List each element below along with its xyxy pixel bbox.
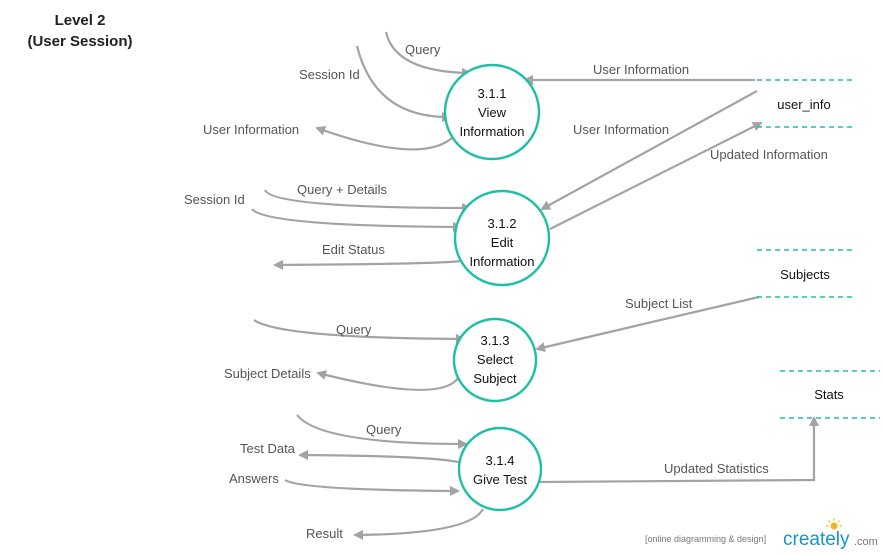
- process-3-1-2-id: 3.1.2: [488, 216, 517, 231]
- flow-label-updated-stats: Updated Statistics: [664, 461, 769, 476]
- flow-label-user-info-out: User Information: [203, 122, 299, 137]
- process-3-1-1-label-line2: Information: [459, 124, 524, 139]
- flow-label-subject-details: Subject Details: [224, 366, 311, 381]
- flow-label-user-info-to-edit: User Information: [573, 122, 669, 137]
- watermark-suffix: .com: [854, 536, 878, 548]
- flow-query-3-arrow: [253, 319, 466, 344]
- process-3-1-3-label-line2: Subject: [473, 371, 517, 386]
- process-3-1-3: 3.1.3 Select Subject: [452, 317, 538, 403]
- process-3-1-4-label-line1: Give Test: [473, 472, 527, 487]
- flow-updated-stats-arrow: [539, 416, 819, 484]
- store-subjects-label: Subjects: [780, 267, 830, 282]
- flow-label-edit-status: Edit Status: [322, 242, 385, 257]
- flow-answers-arrow: [284, 479, 460, 496]
- process-3-1-4-id: 3.1.4: [486, 453, 515, 468]
- flow-user-info-to-edit-arrow: [540, 90, 758, 210]
- flow-session-id-2-arrow: [251, 208, 463, 232]
- sun-icon: [826, 518, 842, 530]
- flow-test-data-arrow: [298, 450, 463, 465]
- diagram-title: Level 2: [54, 12, 106, 29]
- process-3-1-2: 3.1.2 Edit Information: [453, 189, 551, 287]
- flow-label-user-info-from-store: User Information: [593, 62, 689, 77]
- process-3-1-1: 3.1.1 View Information: [443, 63, 541, 161]
- flow-user-info-out-arrow: [315, 125, 453, 151]
- flow-query-4-arrow: [296, 414, 468, 449]
- process-3-1-2-label-line1: Edit: [491, 235, 514, 250]
- process-3-1-1-label-line1: View: [478, 105, 507, 120]
- flow-label-query-details: Query + Details: [297, 182, 387, 197]
- flow-label-query-3: Query: [336, 322, 372, 337]
- flow-label-result: Result: [306, 526, 343, 541]
- flow-label-query-1: Query: [405, 42, 441, 57]
- flow-label-updated-info: Updated Information: [710, 147, 828, 162]
- flow-subject-details-arrow: [316, 370, 459, 391]
- flow-label-session-id-1: Session Id: [299, 67, 360, 82]
- watermark-brand: creately: [783, 529, 850, 550]
- process-3-1-3-id: 3.1.3: [481, 333, 510, 348]
- store-stats-label: Stats: [814, 387, 844, 402]
- store-subjects: Subjects: [757, 249, 855, 298]
- process-3-1-1-id: 3.1.1: [478, 86, 507, 101]
- flow-label-query-4: Query: [366, 422, 402, 437]
- flow-label-answers: Answers: [229, 471, 279, 486]
- flow-query-1-arrow: [384, 31, 472, 78]
- flow-subject-list-arrow: [535, 295, 760, 353]
- flow-label-subject-list: Subject List: [625, 296, 693, 311]
- store-user-info-label: user_info: [777, 97, 830, 112]
- diagram-subtitle: (User Session): [27, 33, 133, 50]
- flow-updated-info-arrow: [549, 122, 763, 230]
- flow-result-arrow: [353, 508, 484, 540]
- process-3-1-2-label-line2: Information: [469, 254, 534, 269]
- flow-label-session-id-2: Session Id: [184, 192, 245, 207]
- flow-label-test-data: Test Data: [240, 441, 296, 456]
- process-3-1-4: 3.1.4 Give Test: [457, 426, 543, 512]
- flow-session-id-1-arrow: [355, 45, 452, 123]
- store-user-info: user_info: [757, 79, 855, 128]
- flow-query-details-arrow: [263, 189, 472, 213]
- process-3-1-3-label-line1: Select: [477, 352, 514, 367]
- watermark-tagline: [online diagramming & design]: [645, 534, 766, 544]
- store-stats: Stats: [780, 370, 880, 419]
- flow-edit-status-arrow: [273, 259, 461, 270]
- creately-watermark: [online diagramming & design] creately .…: [645, 518, 878, 550]
